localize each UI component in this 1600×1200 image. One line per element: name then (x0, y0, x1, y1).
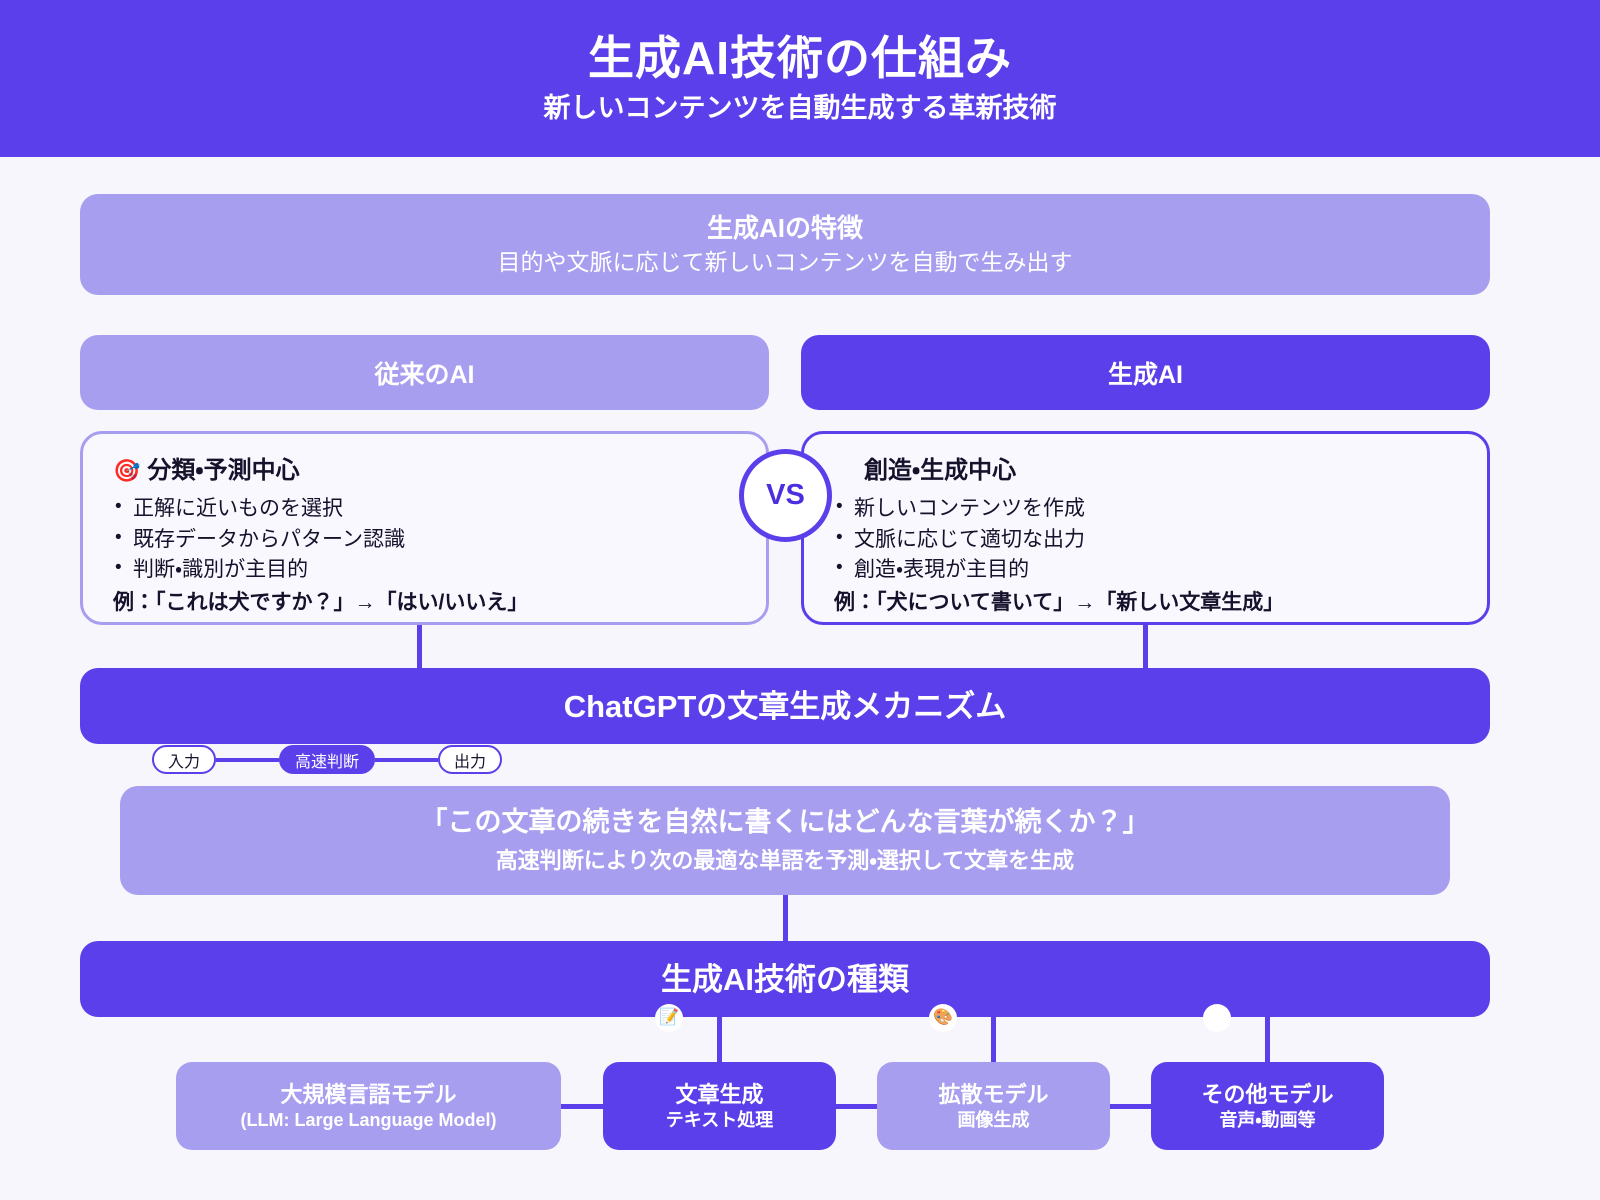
list-item: 既存データからパターン認識 (113, 524, 736, 555)
mechanism-banner-title: ChatGPTの文章生成メカニズム (563, 688, 1007, 724)
connector-card1-card2 (561, 1104, 603, 1109)
palette-icon-glyph: 🎨 (933, 1009, 953, 1026)
flow-chip-input: 入力 (152, 745, 217, 774)
connector-types-to-card2 (717, 1017, 722, 1062)
connector-card2-card3 (836, 1104, 877, 1109)
list-item: 正解に近いものを選択 (113, 493, 736, 524)
memo-icon-glyph: 📝 (659, 1009, 679, 1026)
flow-chip-output-label: 出力 (454, 753, 487, 771)
list-item: 判断・識別が主目的 (113, 554, 736, 585)
connector-types-to-card3 (991, 1017, 996, 1062)
comparison-card-generative-title-text: 創造・生成中心 (864, 457, 1017, 484)
comparison-card-traditional-title: 🎯 分類・予測中心 (113, 457, 736, 484)
list-item: 創造・表現が主目的 (834, 554, 1457, 585)
type-card-diffusion: 拡散モデル 画像生成 (877, 1062, 1110, 1150)
comparison-card-generative: 創造・生成中心 新しいコンテンツを作成 文脈に応じて適切な出力 創造・表現が主目… (801, 431, 1490, 625)
comparison-card-generative-title: 創造・生成中心 (834, 457, 1457, 484)
header-banner: 生成AI技術の仕組み 新しいコンテンツを自動生成する革新技術 (0, 0, 1600, 157)
memo-icon: 📝 (655, 1004, 683, 1032)
feature-banner-description: 目的や文脈に応じて新しいコンテンツを自動で生み出す (497, 249, 1073, 275)
flow-connector-2 (375, 757, 439, 762)
flow-connector-1 (216, 757, 280, 762)
comparison-card-traditional: 🎯 分類・予測中心 正解に近いものを選択 既存データからパターン認識 判断・識別… (80, 431, 769, 625)
comparison-card-generative-example: 例：「犬について書いて」→「新しい文章生成」 (834, 590, 1285, 614)
flow-chip-input-label: 入力 (168, 753, 201, 771)
prompt-box-question: 「この文章の続きを自然に書くにはどんな言葉が続くか？」 (420, 807, 1150, 837)
type-card-text-generation-subtitle: テキスト処理 (665, 1109, 774, 1130)
types-banner: 生成AI技術の種類 (80, 941, 1490, 1017)
prompt-box: 「この文章の続きを自然に書くにはどんな言葉が続くか？」 高速判断により次の最適な… (120, 786, 1450, 895)
type-card-other-subtitle: 音声・動画等 (1219, 1109, 1316, 1130)
feature-banner-title: 生成AIの特徴 (706, 213, 863, 243)
type-card-other: その他モデル 音声・動画等 (1151, 1062, 1384, 1150)
feature-banner: 生成AIの特徴 目的や文脈に応じて新しいコンテンツを自動で生み出す (80, 194, 1490, 295)
type-card-llm-subtitle: (LLM: Large Language Model) (240, 1109, 497, 1130)
mechanism-banner: ChatGPTの文章生成メカニズム (80, 668, 1490, 744)
page-title: 生成AI技術の仕組み (588, 32, 1012, 84)
vs-badge-label: VS (766, 479, 805, 511)
prompt-box-description: 高速判断により次の最適な単語を予測・選択して文章を生成 (495, 848, 1075, 873)
comparison-card-traditional-title-text: 分類・予測中心 (147, 457, 300, 484)
blank-badge-icon (1203, 1004, 1231, 1032)
comparison-heading-generative-label: 生成AI (1107, 360, 1183, 389)
flow-chip-fast-judgement-label: 高速判断 (295, 753, 360, 771)
list-item: 新しいコンテンツを作成 (834, 493, 1457, 524)
connector-generative-to-mechanism (1143, 625, 1148, 670)
comparison-heading-generative: 生成AI (801, 335, 1490, 410)
mechanism-flow: 入力 高速判断 出力 (152, 745, 503, 774)
comparison-heading-traditional: 従来のAI (80, 335, 769, 410)
list-item: 文脈に応じて適切な出力 (834, 524, 1457, 555)
flow-chip-fast-judgement: 高速判断 (279, 745, 376, 774)
type-card-diffusion-subtitle: 画像生成 (957, 1109, 1030, 1130)
flow-chip-output: 出力 (438, 745, 503, 774)
connector-traditional-to-mechanism (417, 625, 422, 670)
type-card-other-title: その他モデル (1201, 1081, 1334, 1107)
type-card-text-generation: 文章生成 テキスト処理 (603, 1062, 836, 1150)
page-subtitle: 新しいコンテンツを自動生成する革新技術 (543, 93, 1057, 123)
target-icon: 🎯 (113, 458, 141, 484)
vs-badge: VS (739, 449, 832, 542)
connector-prompt-to-types (783, 895, 788, 942)
connector-types-to-card4 (1265, 1017, 1270, 1062)
types-banner-title: 生成AI技術の種類 (661, 961, 909, 997)
palette-icon: 🎨 (929, 1004, 957, 1032)
type-card-diffusion-title: 拡散モデル (938, 1081, 1049, 1107)
type-card-llm-title: 大規模言語モデル (280, 1081, 457, 1107)
type-card-text-generation-title: 文章生成 (675, 1081, 764, 1107)
type-card-llm: 大規模言語モデル (LLM: Large Language Model) (176, 1062, 561, 1150)
comparison-card-traditional-example: 例：「これは犬ですか？」→「はい/いいえ」 (113, 590, 529, 614)
comparison-heading-traditional-label: 従来のAI (374, 360, 475, 389)
comparison-card-traditional-bullets: 正解に近いものを選択 既存データからパターン認識 判断・識別が主目的 (113, 493, 736, 585)
connector-card3-card4 (1110, 1104, 1151, 1109)
comparison-card-generative-bullets: 新しいコンテンツを作成 文脈に応じて適切な出力 創造・表現が主目的 (834, 493, 1457, 585)
